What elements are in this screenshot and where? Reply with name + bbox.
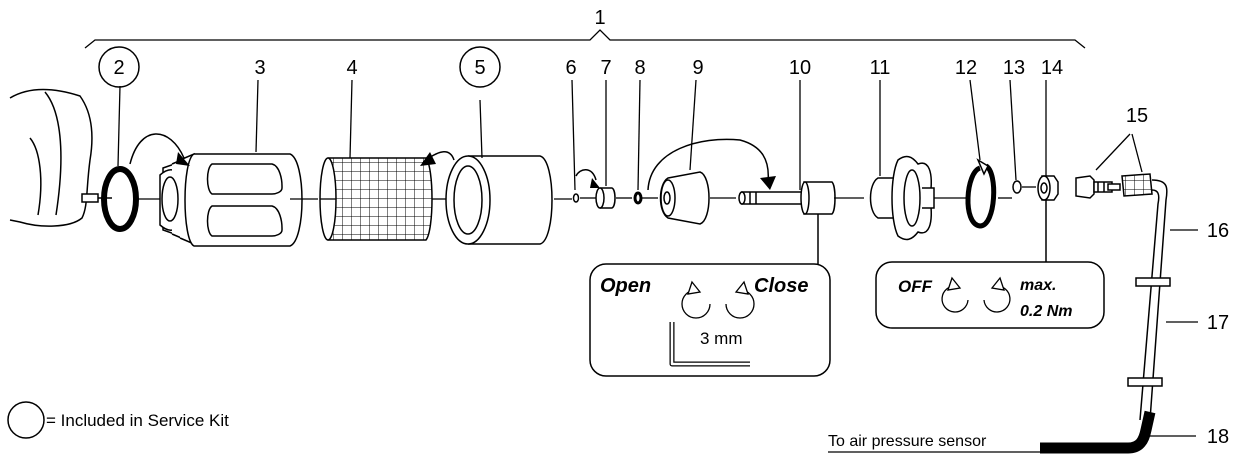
part-label-16: 16 [1207,220,1229,242]
part-4-filter [319,157,433,241]
close-label: Close [754,275,808,297]
part-8-oring [633,191,643,205]
part-18-tube [1040,410,1156,454]
part-2-oring [101,166,139,232]
part-3-housing [159,152,303,247]
part-label-9: 9 [692,57,703,79]
service-kit-legend-icon [7,401,45,439]
part-label-1: 1 [594,7,605,29]
leader-lines [117,79,1198,437]
service-kit-legend-text: = Included in Service Kit [46,411,229,430]
part-label-11: 11 [870,57,891,79]
torque-value-label: 0.2 Nm [1020,303,1072,320]
part-label-15: 15 [1126,105,1148,127]
rotate-right-icon [983,276,1011,313]
part-label-4: 4 [346,57,357,79]
part-14-nut [1037,175,1059,201]
part-9-valve [659,171,710,225]
off-label: OFF [898,277,933,296]
sensor-label: To air pressure sensor [828,433,987,450]
part-13-ring [1012,180,1022,194]
rotate-left-icon [681,280,711,319]
part-label-17: 17 [1207,312,1229,334]
part-7-bushing [595,187,616,209]
part-label-6: 6 [565,57,576,79]
rotate-left-icon [941,276,969,313]
part-label-8: 8 [634,57,645,79]
part-label-5: 5 [474,57,485,79]
part-6-ring [572,193,580,203]
part-label-2: 2 [113,57,124,79]
part-15-fitting [1075,173,1153,199]
part-label-10: 10 [789,57,811,79]
part-11-cap [869,155,935,241]
kit-marker-2 [98,46,140,88]
max-label: max. [1020,277,1056,294]
wrench-size-label: 3 mm [700,329,743,348]
assembly-arrows [129,133,770,191]
allen-key-icon [669,322,750,367]
tool-handle [9,88,112,227]
group-bracket [84,29,1086,49]
part-label-13: 13 [1003,57,1025,79]
part-labels: 1 2 3 4 5 6 7 8 9 10 11 12 13 14 15 16 1… [113,7,1229,448]
arrow-heads [176,152,776,190]
part-10-pin [738,181,836,215]
torque-box [875,261,1105,329]
part-label-12: 12 [955,57,977,79]
part-16-17-hose [1127,179,1171,421]
part-label-3: 3 [254,57,265,79]
open-label: Open [600,275,651,297]
part-label-14: 14 [1041,57,1063,79]
part-12-circlip [965,163,997,229]
part-label-7: 7 [600,57,611,79]
open-close-box [589,263,831,377]
kit-marker-5 [459,46,501,88]
rotate-right-icon [725,280,755,319]
part-5-sleeve [445,155,553,245]
part-label-18: 18 [1207,426,1229,448]
